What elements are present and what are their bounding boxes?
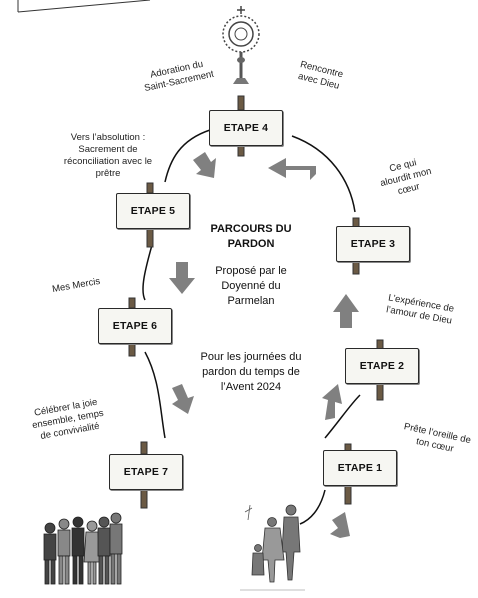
stage-label: ETAPE 3 [350, 238, 396, 250]
stage-sign-4: ETAPE 4 [209, 110, 283, 146]
stage-sign-2: ETAPE 2 [345, 348, 419, 384]
stage-sign-3: ETAPE 3 [336, 226, 410, 262]
group-of-people-icon [43, 512, 123, 585]
stage-label: ETAPE 2 [359, 360, 405, 372]
stage-sign-6: ETAPE 6 [98, 308, 172, 344]
stage-label: ETAPE 6 [112, 320, 158, 332]
stage-label: ETAPE 5 [130, 205, 176, 217]
monstrance-icon [222, 6, 260, 84]
stage-label: ETAPE 4 [223, 122, 269, 134]
stage-5-caption: Vers l’absolution : Sacrement de réconci… [63, 132, 153, 179]
stage-sign-7: ETAPE 7 [109, 454, 183, 490]
occasion-text: Pour les journées du pardon du temps de … [200, 351, 302, 393]
page-title: PARCOURS DU PARDON [210, 223, 292, 250]
stage-sign-1: ETAPE 1 [323, 450, 397, 486]
family-walking-icon [240, 504, 305, 591]
stage-sign-5: ETAPE 5 [116, 193, 190, 229]
subtitle: Proposé par le Doyenné du Parmelan [215, 265, 287, 307]
stage-label: ETAPE 7 [123, 466, 169, 478]
stage-label: ETAPE 1 [337, 462, 383, 474]
